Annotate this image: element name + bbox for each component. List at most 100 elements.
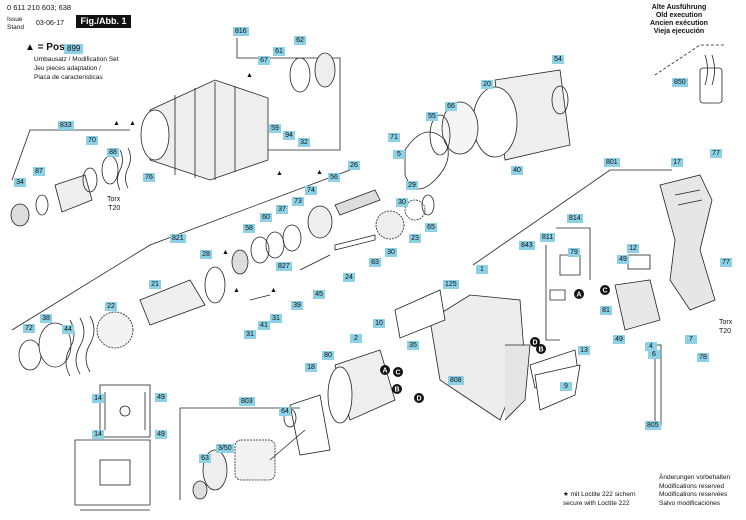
torx-right-label: Torx	[719, 319, 733, 326]
part-label-76: 76	[143, 173, 155, 182]
part-label-14: 14	[92, 394, 104, 403]
motor-housing	[394, 289, 581, 421]
part-label-32: 32	[298, 138, 310, 147]
loctite-note-de: ★ mit Loctite 222 sichern	[563, 491, 636, 498]
part-label-14: 14	[92, 430, 104, 439]
position-note-number: 899	[64, 44, 84, 54]
modification-line-3: Placa de caracteristicas	[34, 74, 103, 81]
old-execution-note: Alte Ausführung Old execution Ancien exé…	[650, 4, 708, 36]
marker-triangle-316: ▲	[316, 169, 323, 176]
impact-mechanism	[18, 189, 435, 377]
svg-text:B: B	[394, 387, 399, 394]
loctite-note: ★ mit Loctite 222 sichern secure with Lo…	[563, 490, 636, 508]
part-label-59: 59	[269, 124, 281, 133]
part-label-5: 5	[393, 150, 405, 159]
part-label-66: 66	[445, 102, 457, 111]
marker-triangle-270: ▲	[270, 287, 277, 294]
handle-17	[659, 174, 716, 311]
part-label-9: 9	[560, 382, 572, 391]
part-label-10: 10	[373, 319, 385, 328]
part-label-18: 18	[305, 363, 317, 372]
part-label-20: 20	[481, 80, 493, 89]
part-label-801: 801	[604, 158, 620, 167]
marker-triangle-233: ▲	[233, 287, 240, 294]
intermediate-flange	[404, 69, 571, 190]
part-label-65: 65	[425, 223, 437, 232]
part-label-49: 49	[155, 430, 167, 439]
old-execution-es: Vieja ejecución	[653, 28, 705, 35]
part-label-808: 808	[448, 376, 464, 385]
part-label-87: 87	[33, 167, 45, 176]
svg-text:A: A	[382, 368, 387, 375]
changes-note-en: Modifications reserved	[659, 482, 725, 490]
torx-left-size: T20	[108, 205, 121, 212]
part-label-45: 45	[313, 290, 325, 299]
connector-callout-d: D	[414, 393, 424, 403]
torx-right-size: T20	[719, 328, 732, 335]
part-label-41: 41	[258, 321, 270, 330]
part-label-803: 803	[239, 397, 255, 406]
part-label-28: 28	[200, 250, 212, 259]
figure-label: Fig./Abb. 1	[76, 15, 131, 28]
part-label-23: 23	[409, 234, 421, 243]
part-label-79: 79	[568, 248, 580, 257]
part-label-35: 35	[407, 341, 419, 350]
bracket-833	[11, 129, 130, 181]
part-label-64: 64	[279, 407, 291, 416]
part-label-58: 58	[243, 224, 255, 233]
part-label-77: 77	[710, 149, 722, 158]
part-label-88: 88	[107, 148, 119, 157]
part-label-833: 833	[58, 121, 74, 130]
loctite-note-en: secure with Loctite 222	[563, 500, 630, 507]
bracket-803	[179, 407, 300, 500]
part-label-70: 70	[86, 136, 98, 145]
old-execution-en: Old execution	[655, 12, 703, 19]
part-label-816: 816	[233, 27, 249, 36]
chuck-parts	[10, 147, 131, 227]
part-label-80: 80	[322, 351, 334, 360]
part-label-38: 38	[40, 314, 52, 323]
bracket-811	[545, 245, 560, 341]
issue-label-de: Stand	[7, 24, 24, 31]
part-label-22: 22	[105, 302, 117, 311]
svg-text:D: D	[416, 396, 421, 403]
armature-stator	[192, 349, 396, 500]
connector-callout-a: A	[574, 289, 584, 299]
torx-note-right: Torx T20	[719, 318, 732, 336]
svg-text:C: C	[395, 370, 400, 377]
connector-callout-a: A	[380, 365, 390, 375]
connector-callout-d: D	[530, 337, 540, 347]
changes-note: Änderungen vorbehalten Modifications res…	[659, 474, 730, 508]
part-label-4: 4	[645, 342, 657, 351]
part-label-34: 34	[14, 178, 26, 187]
part-label-40: 40	[511, 166, 523, 175]
old-execution-fr: Ancien exécution	[650, 20, 708, 27]
part-label-2: 2	[350, 334, 362, 343]
part-label-31: 31	[244, 330, 256, 339]
marker-triangle-222: ▲	[222, 249, 229, 256]
part-label-77: 77	[720, 258, 732, 267]
part-label-805: 805	[645, 421, 661, 430]
connector-callout-b: B	[536, 344, 546, 354]
part-label-30: 30	[396, 198, 408, 207]
marker-triangle-113: ▲	[113, 120, 120, 127]
part-label-21: 21	[149, 280, 161, 289]
svg-text:D: D	[532, 340, 537, 347]
part-label-94: 94	[283, 131, 295, 140]
part-label-1: 1	[476, 265, 488, 274]
issue-label: Issue Stand	[7, 16, 24, 32]
part-label-74: 74	[305, 186, 317, 195]
gear-housing	[140, 79, 269, 181]
part-label-60: 60	[260, 213, 272, 222]
part-label-81: 81	[600, 306, 612, 315]
part-label-39: 39	[291, 301, 303, 310]
part-label-62: 62	[294, 36, 306, 45]
connector-callout-c: C	[600, 285, 610, 295]
part-label-72: 72	[23, 324, 35, 333]
bracket-801	[472, 169, 672, 266]
marker-triangle-129: ▲	[129, 120, 136, 127]
issue-label-en: Issue	[7, 16, 23, 23]
svg-text:A: A	[576, 292, 581, 299]
